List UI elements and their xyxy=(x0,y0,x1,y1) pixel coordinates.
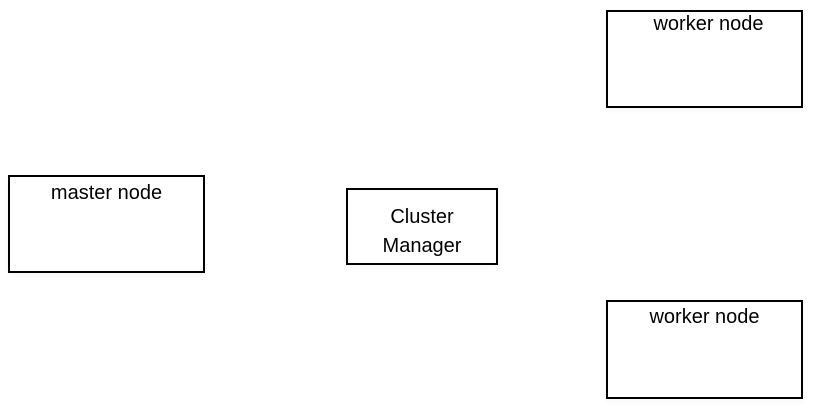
worker-node-bottom-box: worker node xyxy=(606,300,803,399)
worker-node-top-label: worker node xyxy=(653,13,764,35)
cluster-manager-box: Cluster Manager xyxy=(346,188,498,265)
master-node-label: master node xyxy=(50,182,163,204)
worker-node-top-box: worker node xyxy=(606,10,803,108)
cluster-manager-label-line-1: Cluster xyxy=(390,206,454,228)
cluster-manager-label-line-2: Manager xyxy=(382,235,462,257)
master-node-box: master node xyxy=(8,175,205,273)
worker-node-bottom-label: worker node xyxy=(649,306,760,328)
cluster-manager-label: Cluster Manager xyxy=(348,203,496,261)
